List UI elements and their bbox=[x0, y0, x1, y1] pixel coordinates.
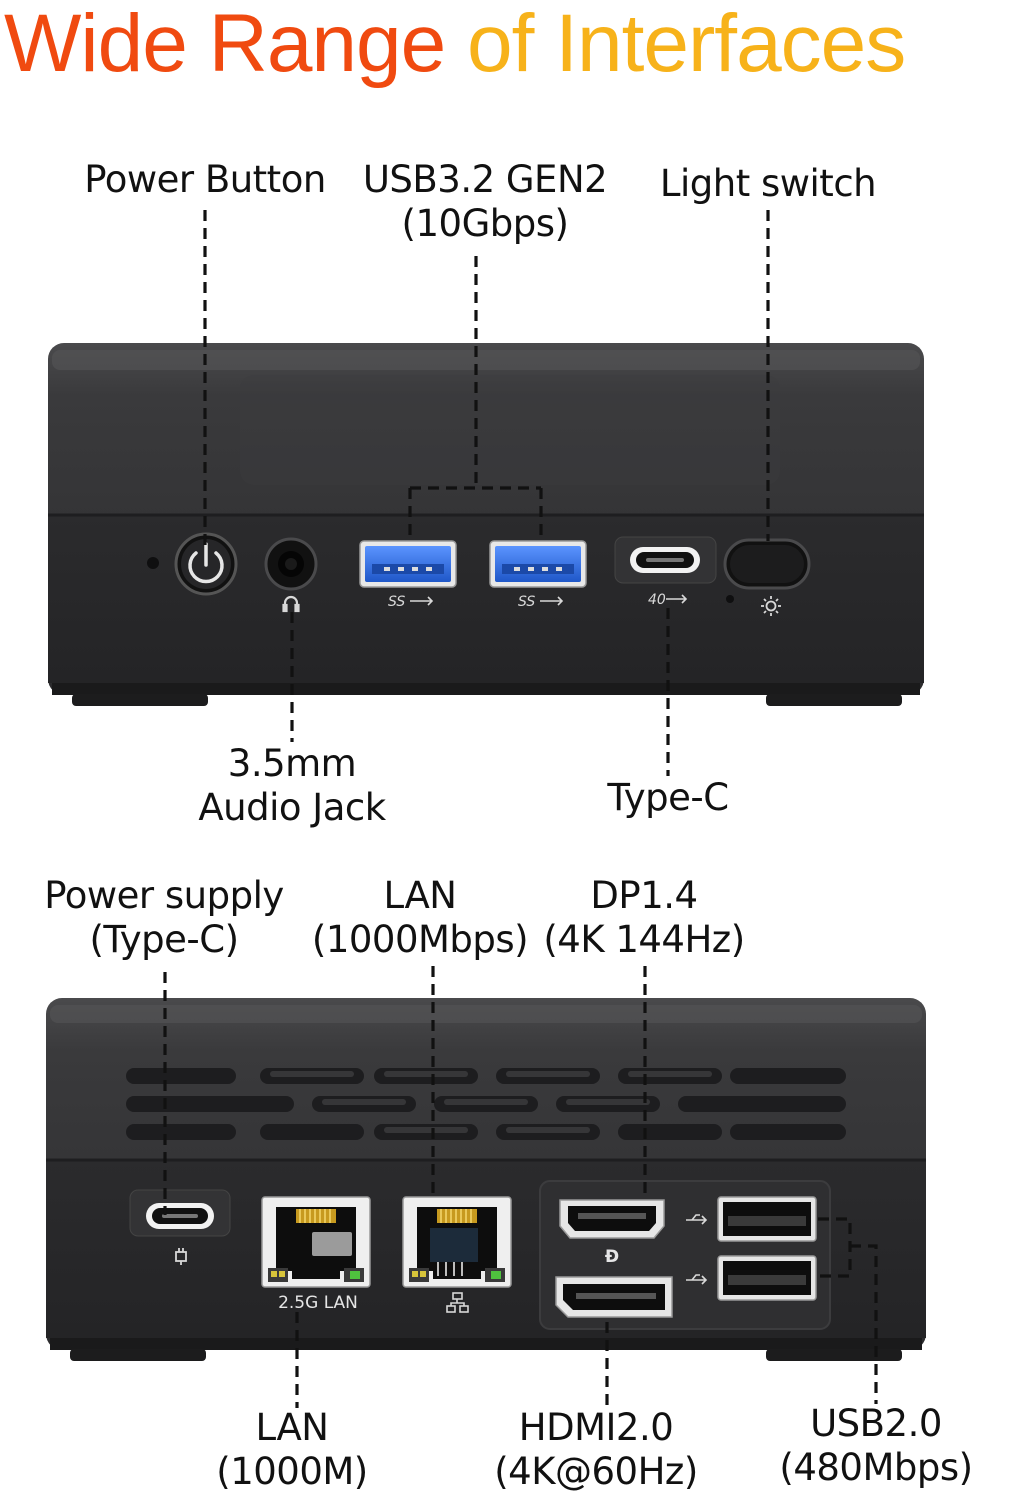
usb-trident-icon bbox=[410, 596, 434, 606]
label-line: Power supply bbox=[44, 874, 284, 917]
headphone-icon bbox=[282, 595, 300, 613]
network-icon bbox=[446, 1292, 469, 1313]
usb20-port-2 bbox=[686, 1255, 817, 1301]
foot-left bbox=[70, 1349, 206, 1361]
leader-usb20 bbox=[818, 1217, 878, 1404]
title-part-1: Wide Range bbox=[4, 0, 468, 89]
ss-mark-2: SS bbox=[518, 594, 535, 610]
back-device: 2.5G LAN bbox=[46, 998, 926, 1361]
label-line: HDMI2.0 bbox=[518, 1406, 674, 1449]
base-strip bbox=[52, 683, 920, 695]
usb-icon bbox=[686, 1274, 708, 1285]
front-device: SS SS 40 bbox=[48, 343, 924, 706]
label-line: LAN bbox=[255, 1406, 329, 1449]
label-type-c: Type-C bbox=[607, 776, 729, 820]
label-line: (480Mbps) bbox=[779, 1446, 973, 1489]
thunderbolt-icon bbox=[666, 594, 688, 604]
hdmi-port: Ð bbox=[559, 1199, 665, 1267]
tc40-mark: 40 bbox=[648, 592, 666, 608]
shell-highlight bbox=[52, 350, 920, 370]
label-audio-jack: 3.5mm Audio Jack bbox=[198, 742, 386, 830]
base-strip bbox=[50, 1338, 922, 1350]
label-line: Power Button bbox=[84, 158, 326, 201]
label-line: DP1.4 bbox=[590, 874, 698, 917]
dp-logo-icon: Ð bbox=[605, 1247, 619, 1267]
label-lan-1000m: LAN (1000M) bbox=[216, 1406, 368, 1494]
label-line: (4K 144Hz) bbox=[543, 918, 745, 961]
label-usb20: USB2.0 (480Mbps) bbox=[779, 1402, 973, 1490]
audio-jack-port bbox=[264, 537, 318, 613]
label-line: (Type-C) bbox=[89, 918, 239, 961]
label-dp14: DP1.4 (4K 144Hz) bbox=[543, 874, 745, 962]
shell-highlight bbox=[50, 1005, 922, 1023]
usb-trident-icon bbox=[540, 596, 564, 606]
label-usb32: USB3.2 GEN2 (10Gbps) bbox=[362, 158, 608, 246]
foot-right bbox=[766, 694, 902, 706]
power-supply-port bbox=[129, 1189, 231, 1265]
label-lan-1000mbps: LAN (1000Mbps) bbox=[311, 874, 529, 962]
sun-icon bbox=[761, 596, 781, 616]
leader-lines bbox=[163, 210, 878, 1408]
label-line: (1000Mbps) bbox=[311, 918, 529, 961]
label-line: USB2.0 bbox=[810, 1402, 942, 1445]
label-power-supply: Power supply (Type-C) bbox=[44, 874, 284, 962]
power-icon bbox=[188, 551, 224, 584]
label-line: (10Gbps) bbox=[401, 202, 569, 245]
lan-1000-port bbox=[402, 1196, 512, 1313]
displayport-port bbox=[555, 1276, 673, 1318]
type-c-port: 40 bbox=[614, 536, 717, 608]
title-part-2: of Interfaces bbox=[467, 0, 906, 89]
usb-icon bbox=[686, 1214, 708, 1225]
light-switch-button bbox=[723, 538, 811, 616]
label-line: (4K@60Hz) bbox=[494, 1450, 698, 1493]
label-line: Light switch bbox=[659, 162, 877, 205]
label-power-button: Power Button bbox=[84, 158, 326, 202]
dc-power-icon bbox=[175, 1248, 187, 1265]
label-line: 3.5mm bbox=[227, 742, 357, 785]
ss-mark-1: SS bbox=[388, 594, 405, 610]
power-button-port bbox=[174, 532, 238, 596]
foot-left bbox=[72, 694, 208, 706]
usb32-port-2: SS bbox=[489, 540, 587, 610]
label-line: (1000M) bbox=[216, 1450, 368, 1493]
shell-reflection bbox=[240, 375, 780, 485]
power-led bbox=[147, 557, 159, 569]
usb32-port-1: SS bbox=[359, 540, 457, 610]
label-line: Type-C bbox=[607, 776, 729, 819]
label-line: USB3.2 GEN2 bbox=[362, 158, 608, 201]
usb20-port-1 bbox=[686, 1196, 817, 1242]
label-line: LAN bbox=[383, 874, 457, 917]
label-light-switch: Light switch bbox=[659, 162, 877, 206]
lan-2-5g-mark: 2.5G LAN bbox=[278, 1293, 358, 1313]
foot-right bbox=[766, 1349, 902, 1361]
label-line: Audio Jack bbox=[198, 786, 386, 829]
leader-usb32 bbox=[408, 256, 543, 541]
page-title: Wide Range of Interfaces bbox=[0, 0, 1014, 94]
label-hdmi20: HDMI2.0 (4K@60Hz) bbox=[494, 1406, 698, 1494]
lan-2-5g-port: 2.5G LAN bbox=[261, 1196, 371, 1313]
